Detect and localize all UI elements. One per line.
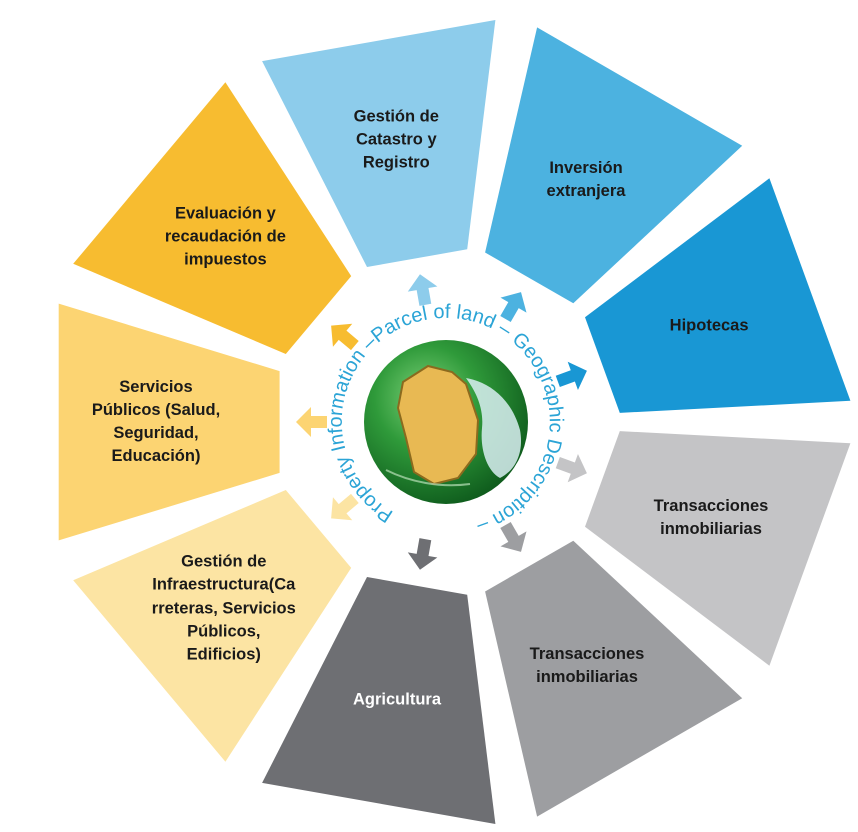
segments-layer — [58, 20, 851, 824]
segment-label-6: Agricultura — [352, 690, 442, 709]
segment-7 — [73, 490, 352, 762]
arrow-1 — [407, 274, 438, 306]
segment-4 — [585, 431, 851, 666]
arrow-7 — [331, 493, 359, 521]
segment-9 — [73, 82, 352, 355]
arrow-6 — [407, 538, 438, 570]
arrow-4 — [555, 454, 587, 483]
segment-label-2: Inversión extranjera — [546, 158, 626, 200]
segment-label-9: Evaluación y recaudación de impuestos — [164, 204, 286, 269]
arrow-2 — [500, 292, 527, 322]
segment-5 — [485, 540, 743, 817]
segment-8 — [58, 303, 280, 541]
arrow-3 — [555, 361, 587, 390]
segment-label-7: Gestión de Infraestructura(Ca rreteras, … — [151, 552, 296, 664]
arrow-8 — [296, 407, 327, 437]
segment-3 — [585, 178, 851, 413]
segment-label-8: Servicios Públicos (Salud, Seguridad, Ed… — [91, 377, 221, 466]
globe-icon — [364, 340, 528, 504]
segment-label-4: Transacciones inmobiliarias — [653, 497, 769, 539]
segment-6 — [262, 577, 496, 824]
segment-2 — [485, 27, 743, 304]
arrow-5 — [500, 522, 527, 552]
arrow-9 — [331, 323, 359, 351]
segment-label-1: Gestión de Catastro y Registro — [353, 107, 439, 172]
segment-1 — [262, 20, 496, 267]
segment-label-3: Hipotecas — [669, 316, 749, 335]
arrows-layer — [296, 274, 587, 570]
segment-label-5: Transacciones inmobiliarias — [529, 645, 645, 687]
